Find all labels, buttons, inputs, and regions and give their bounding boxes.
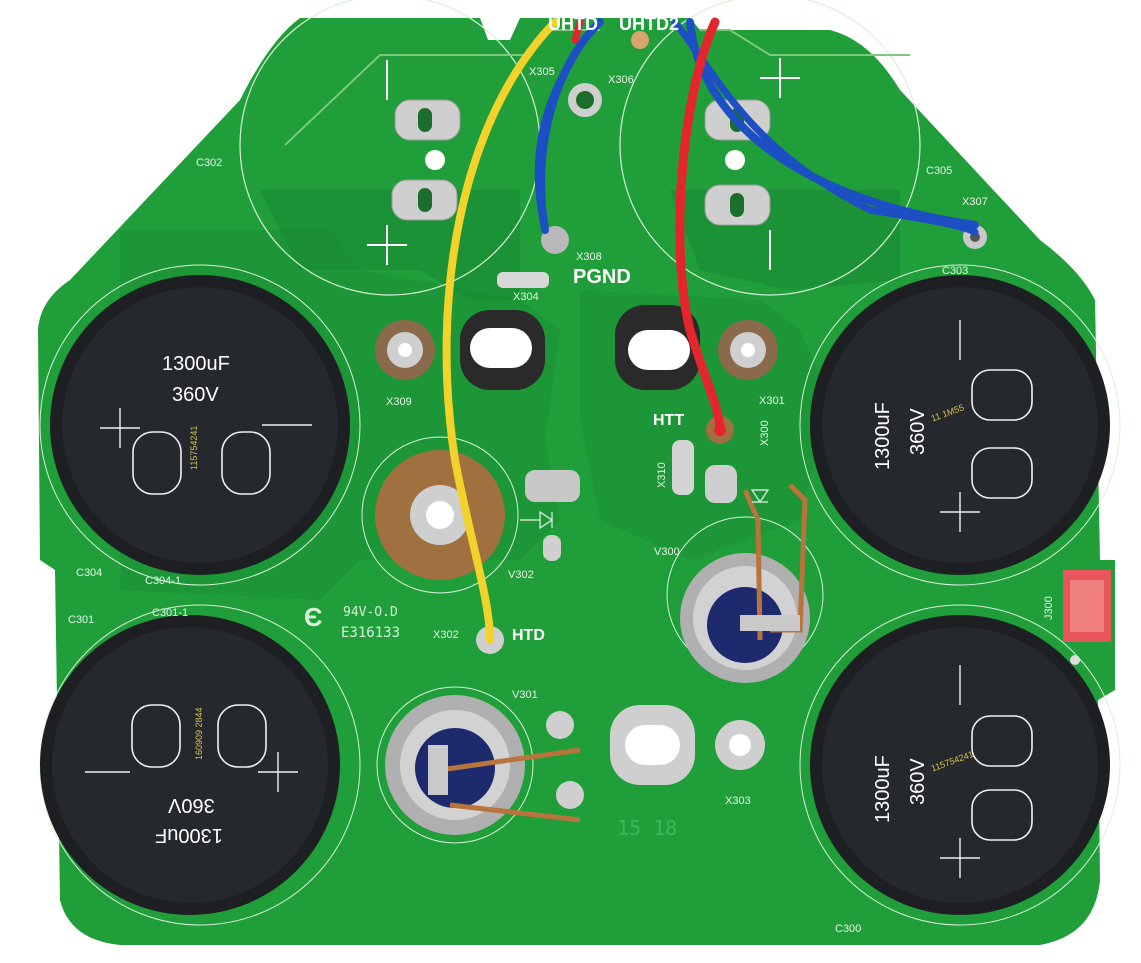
net-label-htt: HTT	[653, 412, 685, 429]
ref-c305: C305	[926, 165, 953, 177]
ref-c304-1: C304-1	[145, 575, 182, 587]
cap-c304-capacitance: 1300uF	[162, 353, 230, 375]
cap-c301-voltage: 360V	[168, 794, 215, 816]
ref-c304: C304	[76, 567, 103, 579]
net-label-uhtd: UHTD	[548, 14, 598, 34]
ref-c300: C300	[835, 923, 862, 935]
ref-x304: X304	[513, 291, 539, 303]
ref-x306: X306	[608, 74, 634, 86]
cap-c300-capacitance: 1300uF	[872, 755, 894, 823]
cap-c301-capacitance: 1300uF	[155, 824, 223, 846]
ref-c302: C302	[196, 157, 223, 169]
ref-x300: X300	[759, 420, 771, 446]
net-label-pgnd: PGND	[573, 266, 631, 288]
ul-rating: 94V-O.D	[343, 605, 398, 620]
cap-c300-voltage: 360V	[907, 758, 929, 805]
cap-c304-voltage: 360V	[172, 384, 219, 406]
ref-c301: C301	[68, 614, 95, 626]
ref-x310: X310	[656, 462, 668, 488]
ref-v302: V302	[508, 569, 534, 581]
ref-c301-1: C301-1	[152, 607, 189, 619]
net-label-uhtd2: UHTD2	[619, 14, 680, 34]
ref-x309: X309	[386, 396, 412, 408]
ref-c303: C303	[942, 265, 969, 277]
ref-x302: X302	[433, 629, 459, 641]
ul-logo-icon: Є	[304, 602, 323, 632]
ref-v301: V301	[512, 689, 538, 701]
ref-x307: X307	[962, 196, 988, 208]
ref-x308: X308	[576, 251, 602, 263]
ref-x301: X301	[759, 395, 785, 407]
cap-c303-voltage: 360V	[907, 408, 929, 455]
ref-j300: J300	[1043, 596, 1055, 620]
net-label-htd: HTD	[512, 627, 545, 644]
ref-x303: X303	[725, 795, 751, 807]
ref-v300: V300	[654, 546, 680, 558]
cap-c303-capacitance: 1300uF	[872, 402, 894, 470]
cap-c304-print: 115754241	[189, 425, 199, 470]
ul-file-number: E316133	[341, 625, 401, 641]
cap-c301-print: 160909 2844	[194, 707, 204, 760]
ref-x305: X305	[529, 66, 555, 78]
date-code: 15 18	[617, 816, 678, 840]
